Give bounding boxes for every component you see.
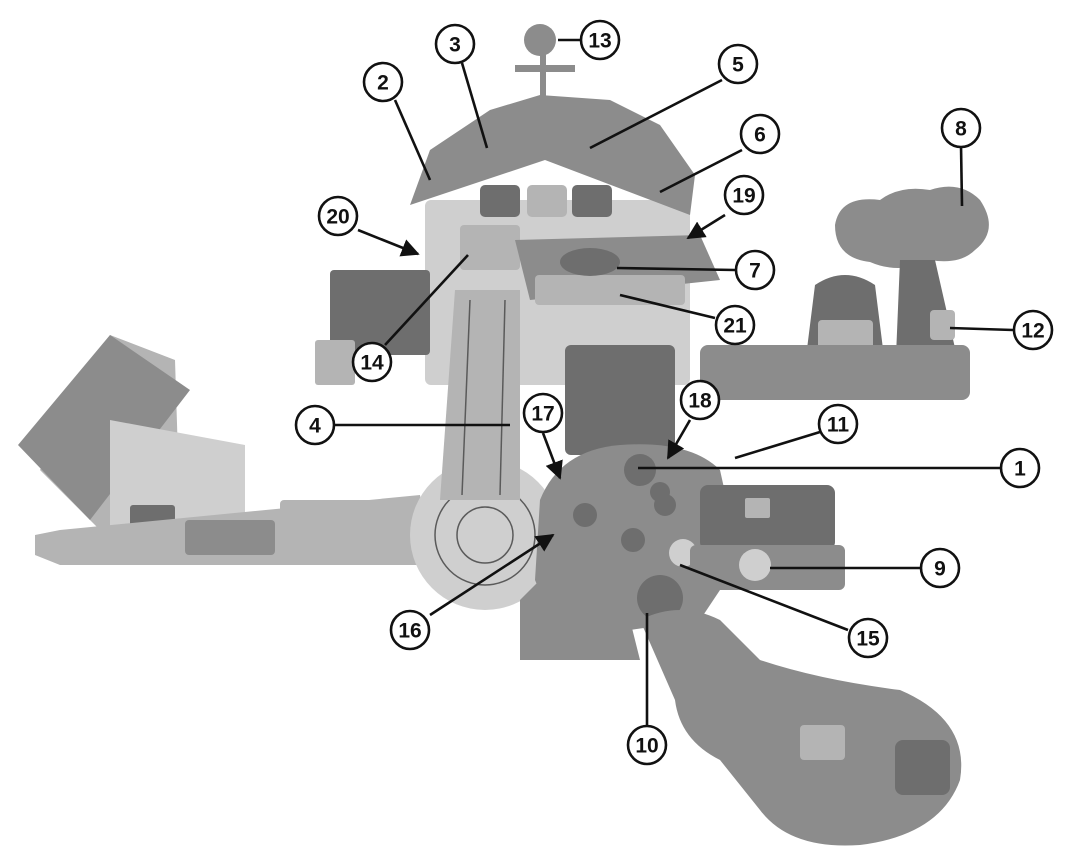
callout-9: 9 [919,547,961,589]
callout-2: 2 [362,61,404,103]
central-tower [520,345,740,660]
control-block [690,485,845,590]
leader-20 [357,228,420,257]
leader-6 [659,148,743,194]
svg-text:8: 8 [955,118,967,141]
svg-text:3: 3 [449,34,461,57]
callout-12: 12 [1012,309,1054,351]
leader-16 [429,533,555,617]
callout-4: 4 [294,404,336,446]
callout-16: 16 [389,609,431,651]
svg-text:14: 14 [360,352,384,375]
leader-12 [949,326,1014,332]
callout-18: 18 [679,379,721,421]
svg-text:4: 4 [309,415,321,438]
playset-illustration [18,24,989,846]
svg-text:10: 10 [635,735,658,758]
garage-back-block [315,270,430,385]
leader-7 [616,266,736,272]
leader-5 [589,78,723,150]
callout-19: 19 [723,174,765,216]
tree-play-area [700,186,989,400]
callout-15: 15 [847,617,889,659]
callout-14: 14 [351,341,393,383]
svg-text:9: 9 [934,558,946,581]
leader-8 [959,144,964,207]
callout-8: 8 [940,107,982,149]
leader-15 [679,563,849,632]
leader-21 [619,293,716,320]
callout-20: 20 [317,195,359,237]
svg-text:2: 2 [377,72,389,95]
svg-text:20: 20 [326,206,349,229]
callout-6: 6 [739,113,781,155]
svg-text:12: 12 [1021,320,1044,343]
svg-text:15: 15 [856,628,880,651]
svg-text:18: 18 [688,390,712,413]
leader-18 [666,419,692,460]
leader-2 [393,99,432,181]
callout-11: 11 [817,403,859,445]
leader-19 [686,213,726,240]
lower-road [640,610,962,846]
leader-17 [541,432,563,480]
svg-text:7: 7 [749,260,761,283]
callout-21: 21 [714,304,756,346]
callout-3: 3 [434,23,476,65]
svg-text:13: 13 [588,30,611,53]
callout-17: 17 [522,392,564,434]
ramp [440,290,520,500]
callout-1: 1 [999,447,1041,489]
callouts: 1 2 3 4 5 6 7 8 9 10 11 12 13 14 15 16 1… [294,19,1054,766]
svg-text:1: 1 [1014,458,1026,481]
svg-text:19: 19 [732,185,755,208]
svg-text:16: 16 [398,620,421,643]
svg-text:21: 21 [723,315,747,338]
track-left [35,495,430,565]
svg-text:6: 6 [754,124,766,147]
callout-10: 10 [626,724,668,766]
leader-11 [734,430,821,460]
svg-text:17: 17 [531,403,554,426]
svg-text:5: 5 [732,54,744,77]
leader-14 [384,254,469,346]
callout-13: 13 [579,19,621,61]
svg-text:11: 11 [827,414,850,437]
callout-7: 7 [734,249,776,291]
leader-lines [325,38,1014,725]
leader-3 [460,62,489,149]
callout-5: 5 [717,43,759,85]
